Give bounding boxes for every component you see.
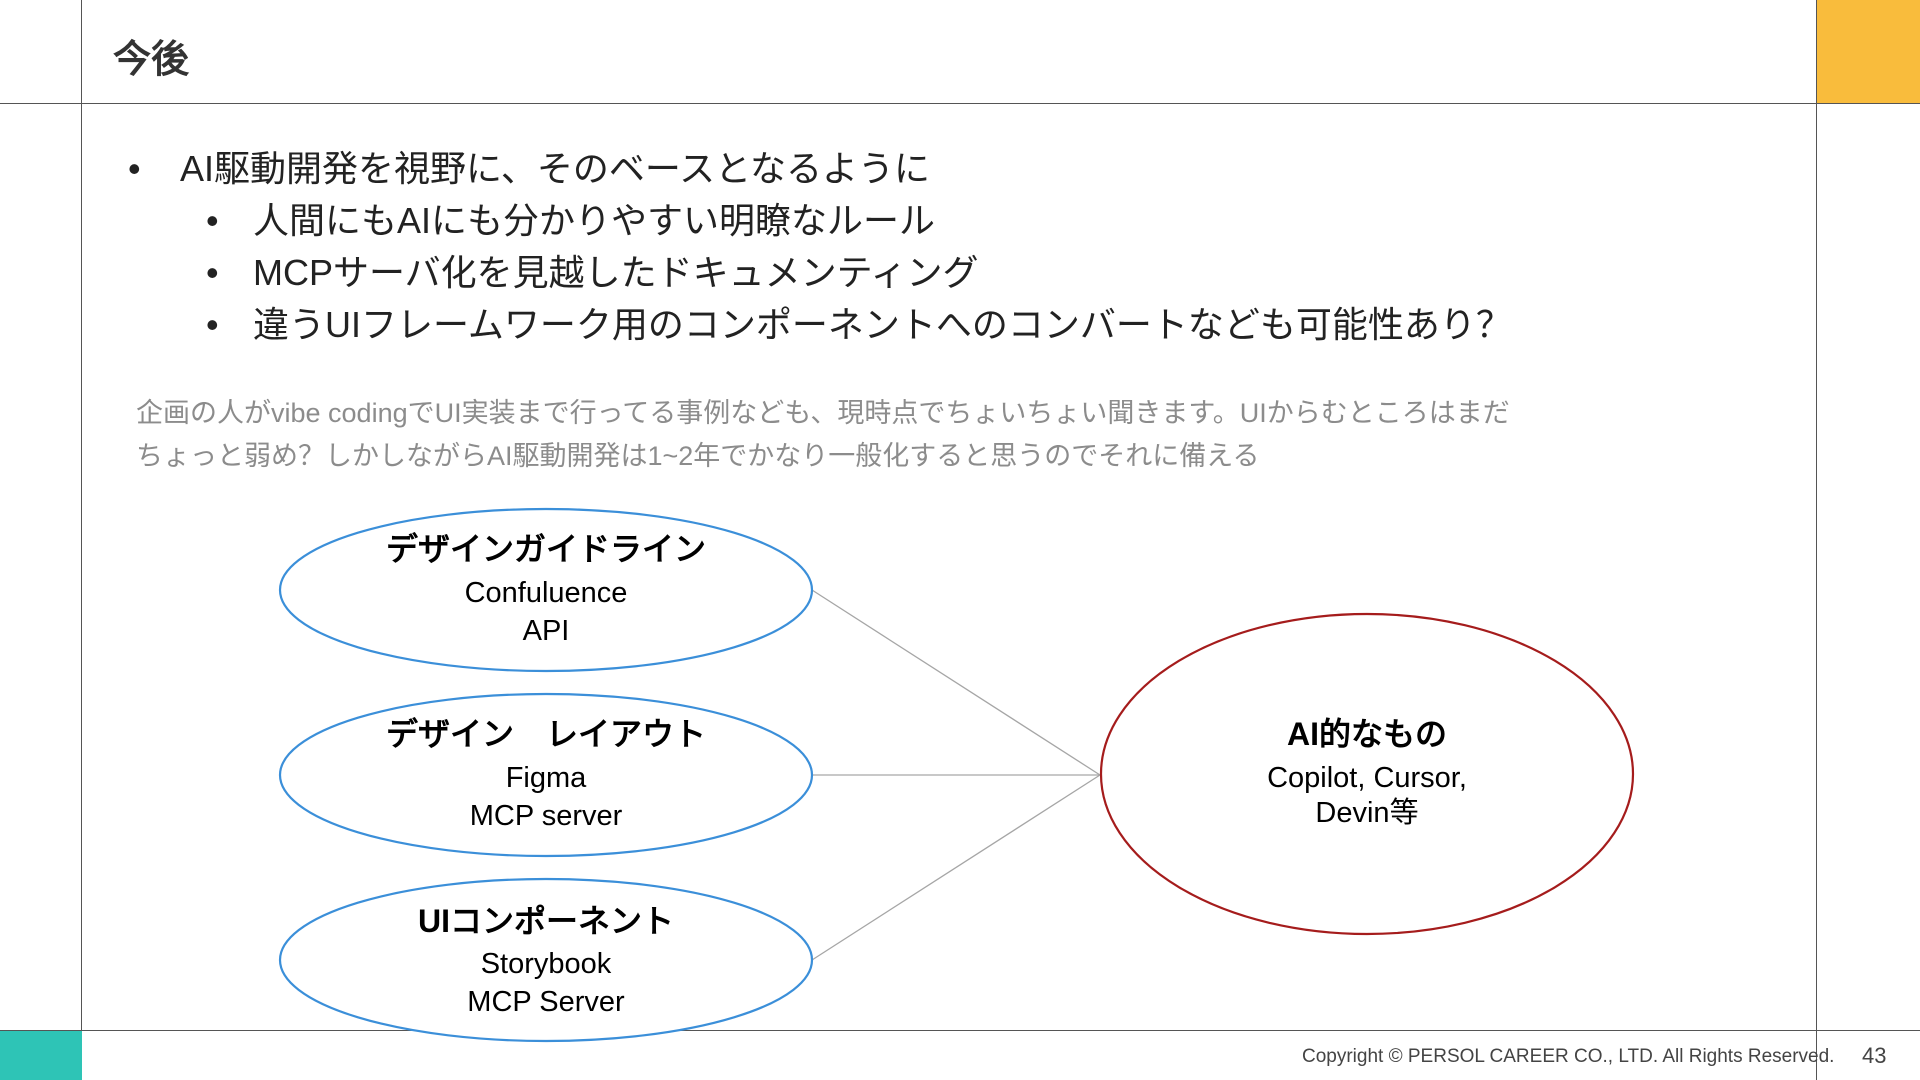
node-line: MCP Server <box>467 986 625 1018</box>
node-title: デザイン レイアウト <box>386 716 706 752</box>
bullet-item: • 人間にもAIにも分かりやすい明瞭なルール <box>130 195 1512 247</box>
node-title: デザインガイドライン <box>386 531 706 567</box>
right-frame-line <box>1816 0 1817 1080</box>
bullet-dot: • <box>206 304 219 345</box>
node-line: Copilot, Cursor, <box>1267 762 1467 794</box>
bullet-text: 人間にもAIにも分かりやすい明瞭なルール <box>253 200 936 241</box>
connector-line <box>811 774 1101 961</box>
node-design-guideline: デザインガイドライン Confuluence API <box>278 507 814 673</box>
note-line-1: 企画の人がvibe codingでUI実装まで行ってる事例なども、現時点でちょい… <box>136 398 1510 428</box>
footer-copyright: Copyright © PERSOL CAREER CO., LTD. All … <box>1302 1046 1835 1067</box>
connectors <box>811 589 1101 961</box>
bullet-text: AI駆動開発を視野に、そのベースとなるように <box>180 148 931 189</box>
bullet-dot: • <box>206 252 219 293</box>
page-number: 43 <box>1862 1043 1887 1068</box>
bullet-text: 違うUIフレームワーク用のコンポーネントへのコンバートなども可能性あり？ <box>253 304 1512 345</box>
header-divider <box>0 103 1920 104</box>
bullet-dot: • <box>206 200 219 241</box>
node-ellipse <box>278 507 814 673</box>
bullet-dot: • <box>128 148 141 189</box>
bullet-list: • AI駆動開発を視野に、そのベースとなるように • 人間にもAIにも分かりやすい明… <box>128 143 1512 351</box>
node-ai-tools: AI的なもの Copilot, Cursor, Devin等 <box>1099 612 1635 936</box>
node-design-layout: デザイン レイアウト Figma MCP server <box>278 692 814 858</box>
node-line: Devin等 <box>1315 796 1418 829</box>
corner-accent-yellow <box>1817 0 1920 103</box>
bullet-item: • AI駆動開発を視野に、そのベースとなるように <box>128 143 1512 195</box>
footer-divider <box>0 1030 1920 1031</box>
node-ellipse <box>278 692 814 858</box>
node-line: Figma <box>506 762 587 794</box>
node-title: AI的なもの <box>1287 716 1447 752</box>
node-ellipse <box>1099 612 1635 936</box>
node-ellipse <box>278 877 814 1043</box>
slide-title: 今後 <box>113 39 190 81</box>
note-text: 企画の人がvibe codingでUI実装まで行ってる事例なども、現時点でちょい… <box>136 392 1596 478</box>
bullet-text: MCPサーバ化を見越したドキュメンティング <box>253 252 979 293</box>
bullet-item: • 違うUIフレームワーク用のコンポーネントへのコンバートなども可能性あり？ <box>130 299 1512 351</box>
node-ui-component: UIコンポーネント Storybook MCP Server <box>278 877 814 1043</box>
bullet-item: • MCPサーバ化を見越したドキュメンティング <box>130 247 1512 299</box>
node-line: Storybook <box>481 948 612 980</box>
corner-accent-teal <box>0 1031 82 1080</box>
left-frame-line <box>81 0 82 1080</box>
note-line-2: ちょっと弱め？しかしながらAI駆動開発は1~2年でかなり一般化すると思うのでそれ… <box>136 441 1260 471</box>
node-line: Confuluence <box>465 577 628 609</box>
connector-line <box>811 589 1101 776</box>
node-title: UIコンポーネント <box>418 903 674 939</box>
node-line: API <box>523 615 570 647</box>
node-line: MCP server <box>470 800 623 832</box>
